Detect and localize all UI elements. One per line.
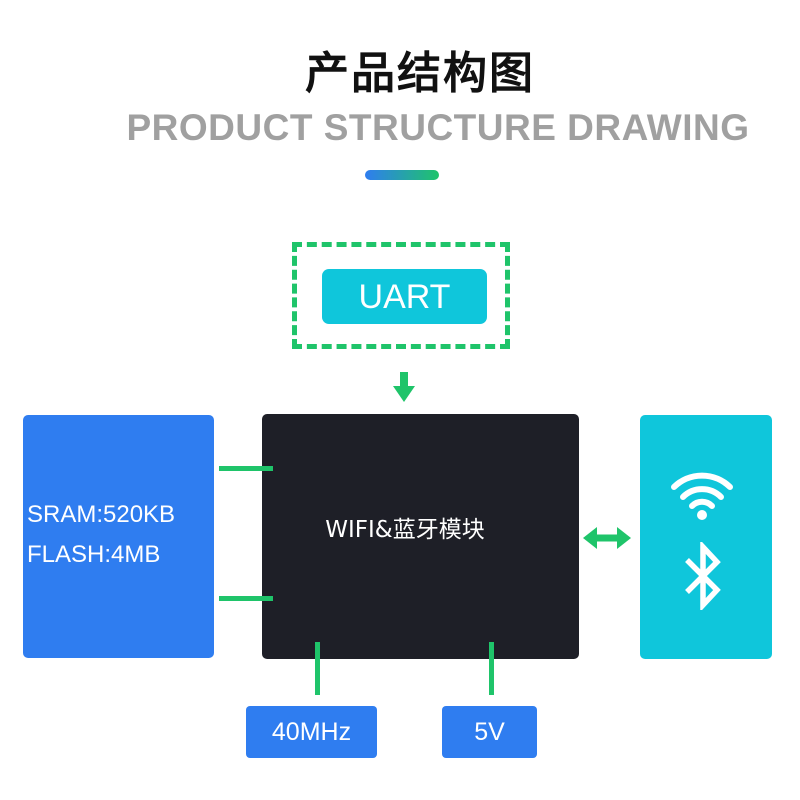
voltage-connector [489,642,494,695]
uart-box: UART [322,269,487,324]
page-subtitle: PRODUCT STRUCTURE DRAWING [126,107,750,148]
wireless-box [640,415,772,659]
frequency-label: 40MHz [271,717,352,746]
module-label: WIFI&蓝牙模块 [325,517,485,543]
voltage-label: 5V [474,717,505,746]
uart-dashed-frame [292,242,510,349]
memory-connector-bottom [219,596,273,601]
frequency-connector [315,642,320,695]
frequency-box: 40MHz [246,706,377,758]
memory-box [23,415,214,658]
uart-label: UART [358,277,451,316]
wifi-bt-module-box [262,414,579,659]
bidirectional-arrow-icon [583,527,631,549]
sram-label: SRAM:520KB [27,501,176,528]
flash-label: FLASH:4MB [27,541,161,568]
title-underline [365,170,439,180]
down-arrow-icon [393,372,415,402]
wifi-icon [671,472,733,520]
voltage-box: 5V [442,706,537,758]
page-title: 产品结构图 [305,48,535,99]
memory-connector-top [219,466,273,471]
bluetooth-icon [685,542,721,610]
